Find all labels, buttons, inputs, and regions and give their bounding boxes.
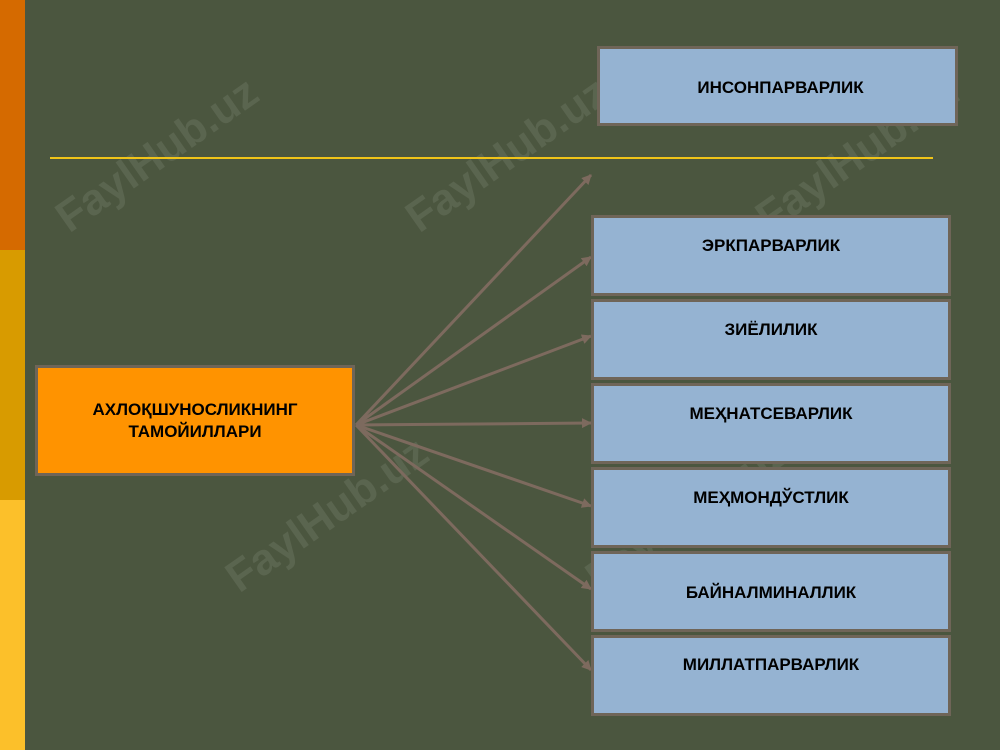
principle-label-5: БАЙНАЛМИНАЛЛИК bbox=[685, 583, 857, 602]
principle-label-3: МЕҲНАТСЕВАРЛИК bbox=[689, 404, 853, 423]
principle-box-top: ИНСОНПАРВАРЛИК bbox=[597, 46, 958, 126]
principle-label-1: ЭРКПАРВАРЛИК bbox=[701, 236, 841, 255]
principle-box-4: МЕҲМОНДЎСТЛИК bbox=[591, 467, 951, 548]
principle-box-2: ЗИЁЛИЛИК bbox=[591, 299, 951, 380]
principle-label-4: МЕҲМОНДЎСТЛИК bbox=[693, 488, 849, 507]
principle-box-3: МЕҲНАТСЕВАРЛИК bbox=[591, 383, 951, 464]
principle-label-6: МИЛЛАТПАРВАРЛИК bbox=[682, 655, 860, 674]
main-principles-box: АХЛОҚШУНОСЛИКНИНГ ТАМОЙИЛЛАРИ bbox=[35, 365, 355, 476]
main-box-line-2: ТАМОЙИЛЛАРИ bbox=[128, 421, 262, 441]
side-stripe-yellow bbox=[0, 500, 25, 750]
arrow-5 bbox=[355, 423, 592, 508]
arrow-3 bbox=[355, 334, 592, 427]
principle-box-6: МИЛЛАТПАРВАРЛИК bbox=[591, 635, 951, 716]
side-stripe-amber bbox=[0, 250, 25, 500]
principle-box-5: БАЙНАЛМИНАЛЛИК bbox=[591, 551, 951, 632]
arrow-4 bbox=[355, 418, 592, 429]
arrow-2 bbox=[355, 255, 592, 427]
principle-box-1: ЭРКПАРВАРЛИК bbox=[591, 215, 951, 296]
divider-line bbox=[50, 157, 933, 159]
principle-label-top: ИНСОНПАРВАРЛИК bbox=[697, 78, 864, 97]
arrow-1 bbox=[354, 173, 593, 427]
main-box-line-1: АХЛОҚШУНОСЛИКНИНГ bbox=[92, 399, 298, 419]
arrow-7 bbox=[354, 423, 593, 672]
principle-label-2: ЗИЁЛИЛИК bbox=[724, 320, 818, 339]
arrow-6 bbox=[355, 423, 592, 591]
side-stripe-orange bbox=[0, 0, 25, 250]
